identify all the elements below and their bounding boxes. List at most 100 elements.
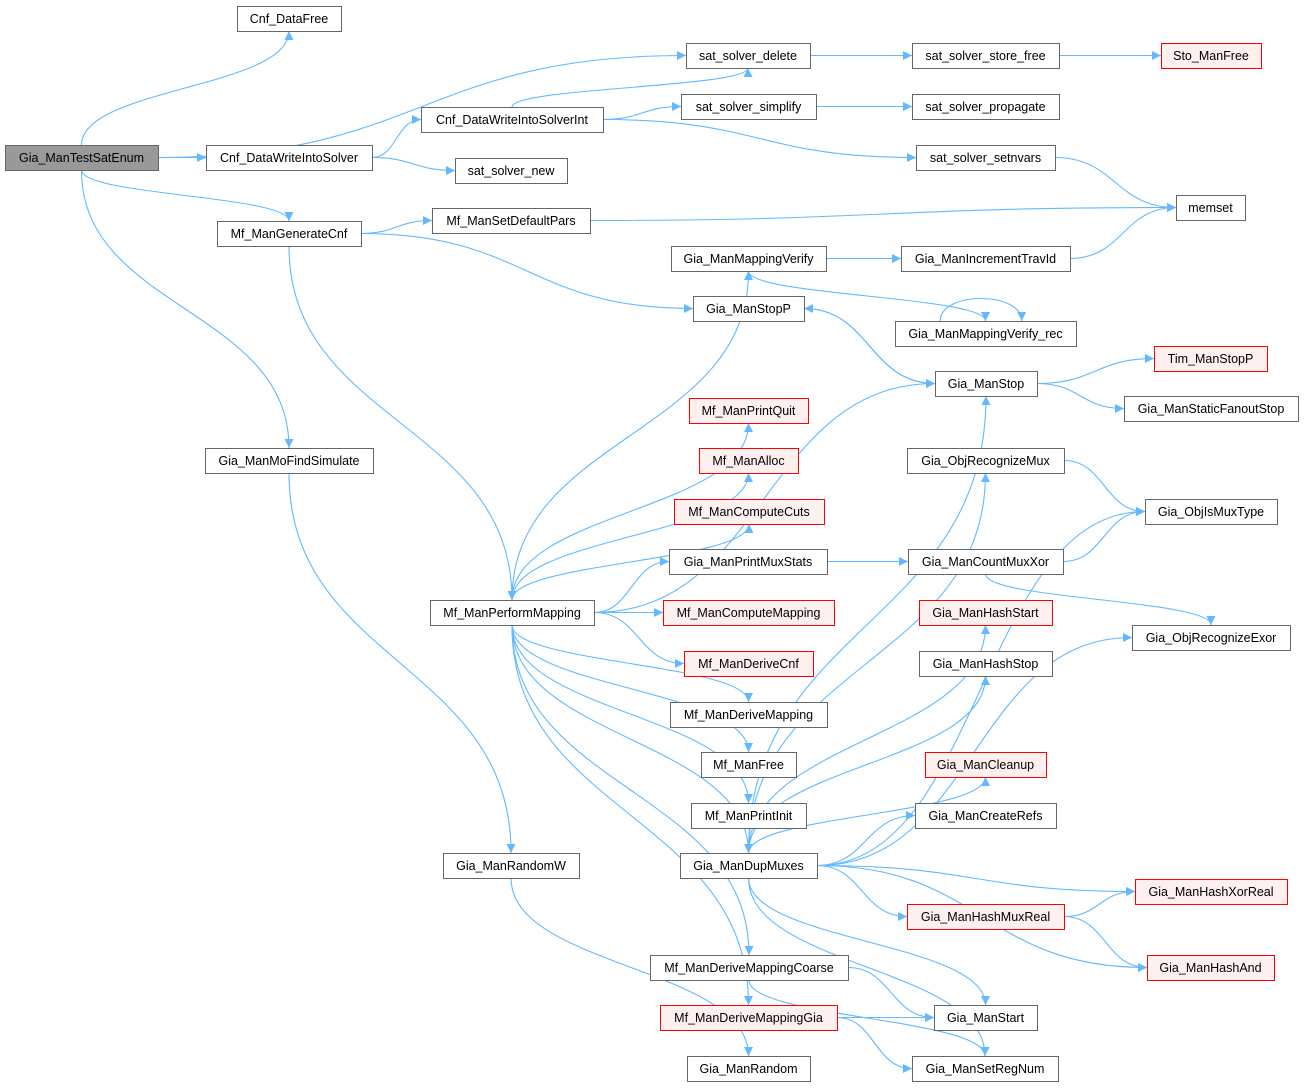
node-label: Gia_ManMoFindSimulate <box>218 454 359 468</box>
node-box <box>693 296 805 322</box>
node-memset[interactable]: memset <box>1176 195 1246 221</box>
node-gia-mansetregnum[interactable]: Gia_ManSetRegNum <box>912 1056 1059 1082</box>
node-gia-manstopp[interactable]: Gia_ManStopP <box>693 296 805 322</box>
edge-n32-n32 <box>939 297 1027 322</box>
node-box <box>687 1056 811 1082</box>
node-box <box>206 145 373 171</box>
node-sat-solver-setnvars[interactable]: sat_solver_setnvars <box>916 145 1056 171</box>
node-sat-solver-new[interactable]: sat_solver_new <box>455 158 568 184</box>
node-mf-mancomputemapping[interactable]: Mf_ManComputeMapping <box>663 600 835 626</box>
node-label: sat_solver_store_free <box>925 49 1045 63</box>
node-sat-solver-simplify[interactable]: sat_solver_simplify <box>681 94 817 120</box>
node-gia-objrecognizemux[interactable]: Gia_ObjRecognizeMux <box>907 448 1065 474</box>
node-mf-manderivemappingcoarse[interactable]: Mf_ManDeriveMappingCoarse <box>650 955 849 981</box>
node-box <box>686 43 811 69</box>
node-gia-manrandomw[interactable]: Gia_ManRandomW <box>443 853 580 879</box>
node-box <box>701 752 797 778</box>
node-cnf-datawriteintosolverint[interactable]: Cnf_DataWriteIntoSolverInt <box>421 107 604 133</box>
node-gia-manincrementtravid[interactable]: Gia_ManIncrementTravId <box>901 246 1071 272</box>
node-label: Gia_ManStop <box>948 377 1024 391</box>
node-mf-mangeneratecnf[interactable]: Mf_ManGenerateCnf <box>217 221 362 247</box>
node-gia-mancountmuxxor[interactable]: Gia_ManCountMuxXor <box>908 549 1064 575</box>
node-gia-manhashand[interactable]: Gia_ManHashAnd <box>1147 955 1275 981</box>
node-mf-mancomputecuts[interactable]: Mf_ManComputeCuts <box>674 499 825 525</box>
node-label: Cnf_DataWriteIntoSolverInt <box>436 113 588 127</box>
edge-n9-n13 <box>511 270 753 601</box>
node-tim-manstopp[interactable]: Tim_ManStopP <box>1154 346 1268 372</box>
node-box <box>650 955 849 981</box>
node-label: Mf_ManSetDefaultPars <box>446 214 575 228</box>
edge-n24-n49 <box>816 864 1136 896</box>
node-label: Mf_ManFree <box>713 758 784 772</box>
nodes-layer: Gia_ManTestSatEnum Cnf_DataFreeCnf_DataWr… <box>5 6 1299 1082</box>
node-mf-manperformmapping[interactable]: Mf_ManPerformMapping <box>430 600 595 626</box>
edge-n24-n47 <box>816 507 1146 867</box>
node-gia-manstaticfanoutstop[interactable]: Gia_ManStaticFanoutStop <box>1124 396 1299 422</box>
node-mf-manderivecnf[interactable]: Mf_ManDeriveCnf <box>684 651 814 677</box>
node-label: Gia_ManDupMuxes <box>693 859 803 873</box>
node-box <box>908 549 1064 575</box>
node-sto-manfree[interactable]: Sto_ManFree <box>1161 43 1262 69</box>
node-gia-mancreaterefs[interactable]: Gia_ManCreateRefs <box>915 803 1057 829</box>
node-label: sat_solver_setnvars <box>930 151 1041 165</box>
node-gia-mancleanup[interactable]: Gia_ManCleanup <box>925 752 1047 778</box>
node-gia-mandupmuxes[interactable]: Gia_ManDupMuxes <box>680 853 818 879</box>
node-gia-manrandom[interactable]: Gia_ManRandom <box>687 1056 811 1082</box>
node-sat-solver-store-free[interactable]: sat_solver_store_free <box>912 43 1060 69</box>
edge-n6-n30 <box>602 118 917 162</box>
node-gia-manmappingverify[interactable]: Gia_ManMappingVerify <box>671 246 827 272</box>
edge-n9-n22 <box>511 624 753 753</box>
node-gia-manprintmuxstats[interactable]: Gia_ManPrintMuxStats <box>669 549 828 575</box>
node-box <box>663 600 835 626</box>
node-gia-objismuxtype[interactable]: Gia_ObjIsMuxType <box>1145 499 1278 525</box>
edge-n9-n18 <box>593 557 670 614</box>
node-gia-mantestsatenum[interactable]: Gia_ManTestSatEnum <box>5 145 159 171</box>
node-mf-manalloc[interactable]: Mf_ManAlloc <box>699 448 799 474</box>
node-gia-manhashstop[interactable]: Gia_ManHashStop <box>919 651 1053 677</box>
node-box <box>670 702 828 728</box>
node-cnf-datafree[interactable]: Cnf_DataFree <box>237 6 342 32</box>
node-mf-manprintinit[interactable]: Mf_ManPrintInit <box>691 803 807 829</box>
node-gia-manmofindsimulate[interactable]: Gia_ManMoFindSimulate <box>205 448 374 474</box>
node-box <box>912 1056 1059 1082</box>
node-label: Gia_ManHashAnd <box>1159 961 1261 975</box>
node-box <box>907 904 1065 930</box>
node-sat-solver-propagate[interactable]: sat_solver_propagate <box>912 94 1060 120</box>
node-label: Gia_ObjRecognizeMux <box>921 454 1050 468</box>
edge-n6-n11 <box>511 67 753 108</box>
node-label: Gia_ManStaticFanoutStop <box>1138 402 1285 416</box>
node-gia-manhashxorreal[interactable]: Gia_ManHashXorReal <box>1135 879 1288 905</box>
node-gia-manmappingverify-rec[interactable]: Gia_ManMappingVerify_rec <box>895 321 1077 347</box>
node-box <box>681 94 817 120</box>
node-mf-manderivemapping[interactable]: Mf_ManDeriveMapping <box>670 702 828 728</box>
edge-n9-n33 <box>593 379 936 614</box>
node-gia-manstart[interactable]: Gia_ManStart <box>934 1005 1038 1031</box>
node-box <box>669 549 828 575</box>
node-mf-manfree[interactable]: Mf_ManFree <box>701 752 797 778</box>
node-box <box>1132 625 1291 651</box>
edge-n6-n12 <box>602 102 682 121</box>
node-gia-manstop[interactable]: Gia_ManStop <box>935 371 1038 397</box>
edge-n4-n8 <box>360 216 433 235</box>
node-gia-manhashstart[interactable]: Gia_ManHashStart <box>919 600 1053 626</box>
node-gia-objrecognizeexor[interactable]: Gia_ObjRecognizeExor <box>1132 625 1291 651</box>
node-box <box>691 803 807 829</box>
node-box <box>671 246 827 272</box>
node-cnf-datawriteintosolver[interactable]: Cnf_DataWriteIntoSolver <box>206 145 373 171</box>
node-box <box>1161 43 1262 69</box>
edge-n13-n32 <box>747 270 990 322</box>
node-label: Mf_ManGenerateCnf <box>231 227 348 241</box>
node-sat-solver-delete[interactable]: sat_solver_delete <box>686 43 811 69</box>
edge-n9-n25 <box>511 624 754 956</box>
node-gia-manhashmuxreal[interactable]: Gia_ManHashMuxReal <box>907 904 1065 930</box>
edge-n33-n45 <box>1036 354 1155 385</box>
node-box <box>912 94 1060 120</box>
edge-n25-n41 <box>847 966 935 1022</box>
node-mf-mansetdefaultpars[interactable]: Mf_ManSetDefaultPars <box>432 208 591 234</box>
node-box <box>237 6 342 32</box>
node-box <box>217 221 362 247</box>
node-mf-manderivemappinggia[interactable]: Mf_ManDeriveMappingGia <box>660 1005 838 1031</box>
node-box <box>1154 346 1268 372</box>
node-label: Gia_ManRandom <box>700 1062 798 1076</box>
node-mf-manprintquit[interactable]: Mf_ManPrintQuit <box>689 398 809 424</box>
